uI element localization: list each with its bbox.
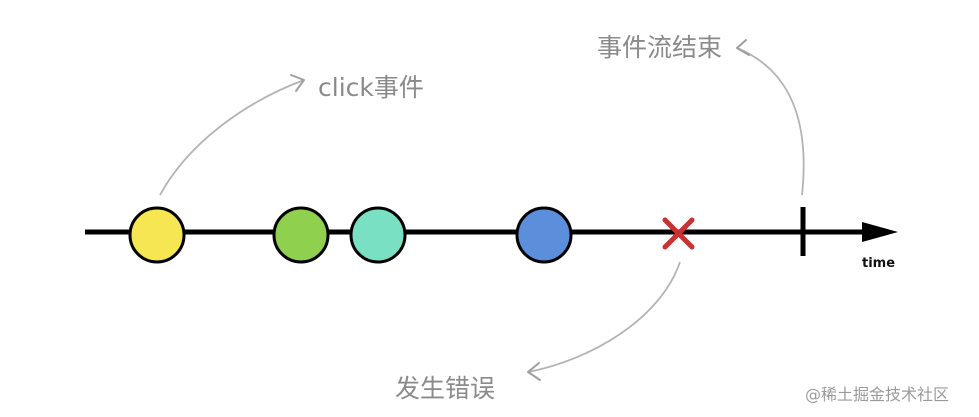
click-event-arrow: [159, 79, 305, 196]
blue-event-marble: [515, 206, 573, 264]
error-x-mark: [662, 217, 695, 250]
stream-end-arrow: [736, 47, 805, 196]
error-arrowhead: [527, 362, 541, 381]
green-event-marble: [272, 206, 330, 264]
time-label: time: [862, 256, 895, 271]
stream-end-label: 事件流结束: [597, 33, 722, 62]
stream-end-arrowhead: [736, 39, 750, 56]
click-event-label: click事件: [318, 73, 424, 102]
watermark: @稀土掘金技术社区: [805, 385, 949, 404]
timeline-arrowhead: [862, 222, 898, 242]
error-label: 发生错误: [395, 374, 495, 403]
error-arrow: [527, 261, 681, 373]
teal-event-marble: [349, 206, 407, 264]
yellow-event-marble: [128, 206, 186, 264]
click-event-arrowhead: [290, 74, 305, 92]
